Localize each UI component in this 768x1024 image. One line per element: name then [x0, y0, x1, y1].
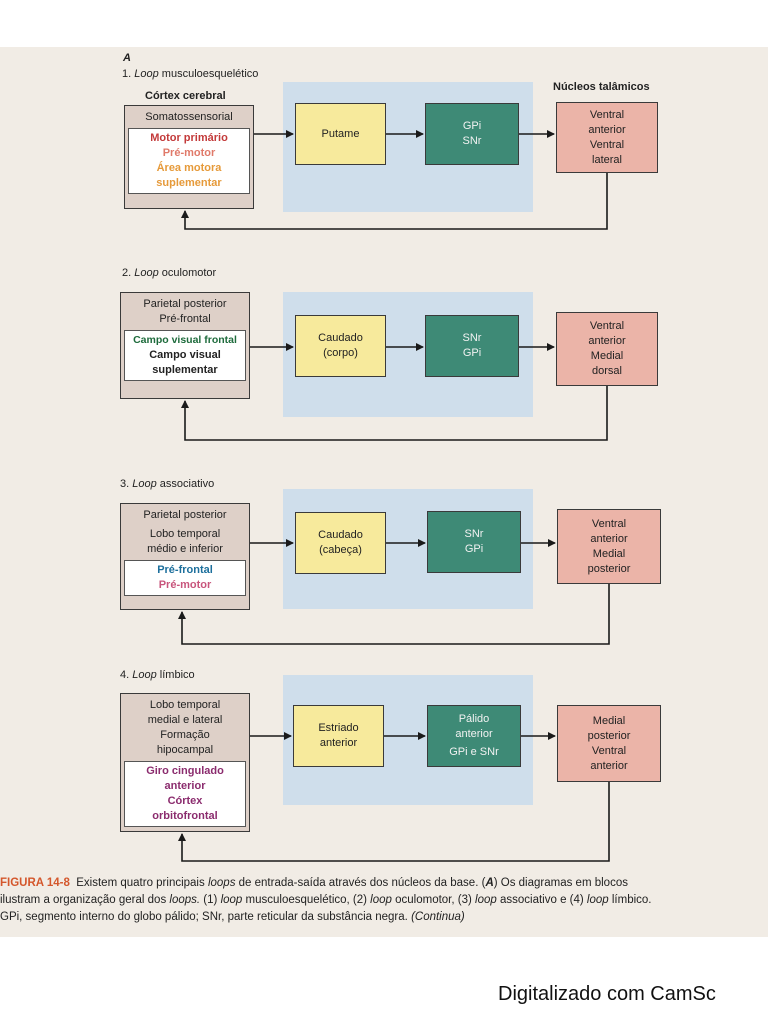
output-box-2: SNr GPi	[425, 315, 519, 377]
cortex-inner-text: suplementar	[156, 177, 222, 189]
cortex-inner-box-3: Pré-frontal Pré-motor	[124, 560, 246, 596]
output-box-4: Pálido anterior GPi e SNr	[427, 705, 521, 767]
scanner-watermark: Digitalizado com CamSc	[498, 983, 716, 1005]
thalamus-box-1: Ventral anterior Ventral lateral	[556, 102, 658, 173]
cortex-box-3: Parietal posterior Lobo temporal médio e…	[120, 503, 250, 610]
thalamus-box-3: Ventral anterior Medial posterior	[557, 509, 661, 584]
feedback-arrow-1	[181, 173, 608, 230]
cortex-inner-text: Pré-motor	[162, 147, 216, 159]
connection-arrows	[178, 130, 610, 862]
cortex-inner-box-2: Campo visual frontal Campo visual suplem…	[124, 330, 246, 381]
loop-title-1: 1. Loop musculoesquelético	[122, 68, 259, 80]
striatum-box-4: Estriado anterior	[293, 705, 384, 767]
output-box-3: SNr GPi	[427, 511, 521, 573]
cortex-inner-box-1: Motor primário Pré-motor Área motora sup…	[128, 128, 250, 194]
cortex-inner-text: Motor primário	[150, 132, 228, 144]
cortex-box-2: Parietal posterior Pré-frontal Campo vis…	[120, 292, 250, 399]
cortex-box-4: Lobo temporal medial e lateral Formação …	[120, 693, 250, 832]
feedback-arrow-4	[178, 782, 610, 862]
loop-title-2: 2. Loop oculomotor	[122, 267, 217, 279]
loop-title-3: 3. Loop associativo	[120, 478, 215, 490]
figure-caption: FIGURA 14-8 Existem quatro principais lo…	[0, 875, 768, 926]
striatum-box-2: Caudado (corpo)	[295, 315, 386, 377]
cortex-inner-box-4: Giro cingulado anterior Córtex orbitofro…	[124, 761, 246, 827]
output-box-1: GPi SNr	[425, 103, 519, 165]
cortex-text: Somatossensorial	[145, 111, 233, 123]
caption-line-2: ilustram a organização geral dos loops. …	[0, 894, 652, 906]
panel-letter: A	[123, 52, 131, 64]
striatum-box-1: Putame	[295, 103, 386, 165]
caption-line-1: FIGURA 14-8 Existem quatro principais lo…	[0, 877, 628, 889]
feedback-arrow-3	[178, 584, 610, 645]
thalamus-box-4: Medial posterior Ventral anterior	[557, 705, 661, 782]
cortex-inner-text: Área motora	[156, 162, 222, 174]
loop-title-4: 4. Loop límbico	[120, 669, 195, 681]
cortex-header: Córtex cerebral	[145, 90, 226, 102]
thalamic-nuclei-header: Núcleos talâmicos	[553, 81, 650, 93]
thalamus-box-2: Ventral anterior Medial dorsal	[556, 312, 658, 386]
feedback-arrow-2	[181, 386, 608, 441]
book-page: A Núcleos talâmicos 1. Loop musculoesque…	[0, 47, 768, 937]
striatum-box-3: Caudado (cabeça)	[295, 512, 386, 574]
cortex-box-1: Somatossensorial Motor primário Pré-moto…	[124, 105, 254, 209]
caption-line-3: GPi, segmento interno do globo pálido; S…	[0, 911, 465, 923]
